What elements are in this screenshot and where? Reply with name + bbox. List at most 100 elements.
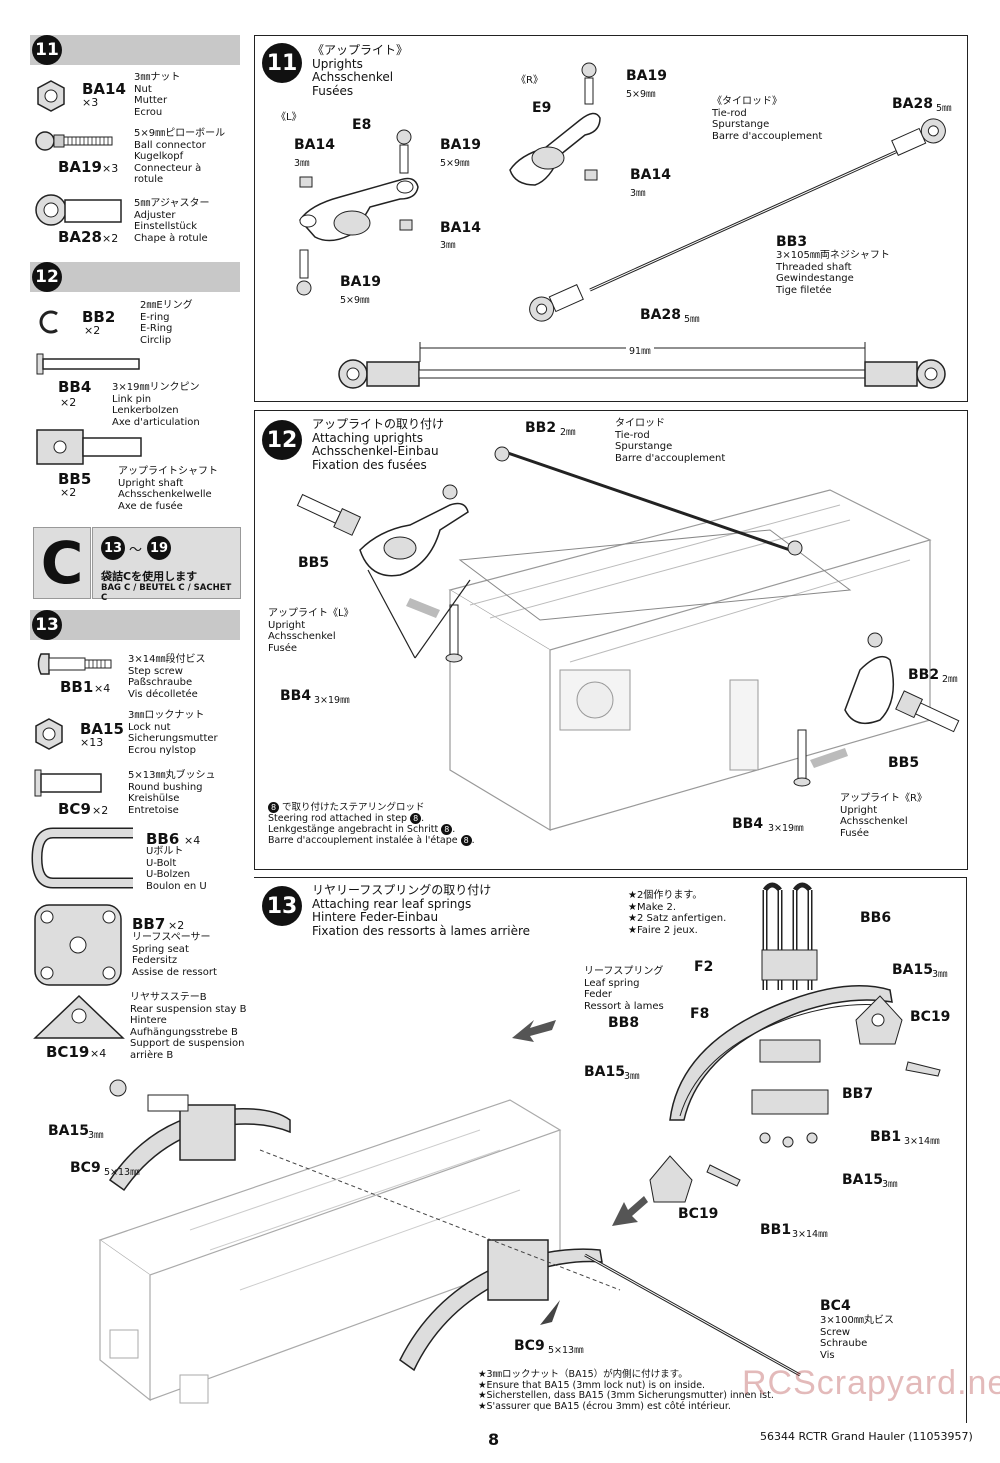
part-code: BA15 [80,720,124,738]
step12-number: 12 [262,420,302,460]
part-label-ba14: BA14 [294,137,335,153]
part-sub: 3㎜ [294,158,310,169]
direction-arrow-icon [612,1196,648,1226]
step-range-start: 13 [101,536,125,560]
chassis-front-drawing [296,446,960,832]
part-code: BB6 [146,830,180,848]
part-qty: ×13 [80,736,104,749]
part-sub: 5×9㎜ [626,89,656,100]
part-sub: 5㎜ [684,314,700,325]
part-sub: 5×13㎜ [104,1167,140,1178]
part-sub: 5×9㎜ [440,158,470,169]
part-desc: 5㎜アジャスター Adjuster Einstellstück Chape à … [134,198,210,244]
step-number-badge: 11 [32,35,62,65]
part-label-ba15: BA15 [584,1064,625,1080]
part-desc: 3㎜ナット Nut Mutter Ecrou [134,72,181,118]
part-sub: 2㎜ [560,427,576,438]
tie-rod-drawing [529,118,946,322]
bag-letter-box: C [33,527,91,599]
note-en: Steering rod attached in step [268,813,408,824]
part-label-ba28: BA28 [892,96,933,112]
screw-label: 3×100㎜丸ビス Screw Schraube Vis [820,1315,894,1361]
model-code: 56344 RCTR Grand Hauler (11053957) [760,1430,973,1443]
part-label-ba28: BA28 [640,307,681,323]
part-label-ba15: BA15 [48,1123,89,1139]
part-code: BB4 [58,378,92,396]
leaf-spring-label: リーフスプリング Leaf spring Feder Ressort à lam… [584,966,664,1012]
part-code: BB7 [132,915,166,933]
part-label-bb7: BB7 [842,1086,874,1102]
part-sub: 3×19㎜ [314,695,350,706]
round-bushing-icon [34,769,102,797]
link-pin-icon [36,353,140,375]
part-desc: 3×19㎜リンクピン Link pin Lenkerbolzen Axe d'a… [112,382,200,428]
step-ref-badge: 8 [410,813,422,824]
note-ja: で取り付けたステアリングロッド [282,802,425,813]
upright-right-label: アップライト《R》 Upright Achsschenkel Fusée [840,793,927,839]
part-label-bb6: BB6 [860,910,892,926]
part-sub: 2㎜ [942,674,958,685]
step11-panel [254,35,968,402]
part-sub: 3×19㎜ [768,823,804,834]
upright-shaft-icon [36,429,142,465]
adjuster-icon [35,194,122,226]
steering-rod-note: 8 で取り付けたステアリングロッド Steering rod attached … [268,802,475,846]
part-qty: ×2 [84,324,101,337]
bag-en: BAG C / BEUTEL C / SACHET C [101,583,232,603]
part-label-ba14: BA14 [440,220,481,236]
part-label-ba15: BA15 [842,1172,883,1188]
bag-letter: C [40,529,84,597]
part-qty: ×2 [60,486,77,499]
bag-info: 13 〜 19 袋詰Cを使用します BAG C / BEUTEL C / SAC… [92,527,241,603]
lock-nut-note: ★3㎜ロックナット（BA15）が内側に付けます。 ★Ensure that BA… [478,1369,774,1412]
step-screw-icon [37,653,112,675]
part-desc: 5×13㎜丸ブッシュ Round bushing Kreishülse Entr… [128,770,216,816]
sidebar-header-step12: 12 [30,262,240,292]
part-label-bc19: BC19 [678,1206,719,1222]
part-label-bb1: BB1 [870,1129,902,1145]
part-desc: 5×9㎜ピローボール Ball connector Kugelkopf Conn… [134,128,226,185]
part-sub: 3㎜ [630,188,646,199]
part-desc: 3×14㎜段付ビス Step screw Paßschraube Vis déc… [128,654,206,700]
part-label-bc19: BC19 [910,1009,951,1025]
part-qty: ×2 [102,232,119,245]
step-number-badge: 12 [32,262,62,292]
sidebar-header-step11: 11 [30,35,240,65]
part-sub: 3㎜ [932,969,948,980]
watermark: RCScrapyard.net [742,1364,1000,1402]
shaft-label: 3×105㎜両ネジシャフト Threaded shaft Gewindestan… [776,250,890,296]
upright-left-label: アップライト《L》 Upright Achsschenkel Fusée [268,608,354,654]
part-label-ba14: BA14 [630,167,671,183]
step-ref-badge: 8 [268,802,279,813]
part-code: BA19 [58,158,102,176]
part-qty: ×4 [94,682,111,695]
make-two-note: ★2個作ります。 ★Make 2. ★2 Satz anfertigen. ★F… [628,890,727,936]
part-sub: 3×14㎜ [904,1136,940,1147]
ball-connector-icon [35,131,113,151]
part-label-bc9: BC9 [70,1160,101,1176]
part-code: BB5 [58,470,92,488]
part-label-ba19: BA19 [340,274,381,290]
step12-panel [254,410,968,870]
part-qty: ×2 [60,396,77,409]
step11-number: 11 [262,43,302,83]
part-code: BB1 [60,678,94,696]
part-desc: 2㎜Eリング E-ring E-Ring Circlip [140,300,193,346]
step13-number: 13 [262,886,302,926]
part-code: BC9 [58,800,91,818]
step-range-sep: 〜 [129,543,143,558]
part-sub: 5×9㎜ [340,295,370,306]
nut-icon [37,80,65,112]
step12-title: アップライトの取り付け Attaching uprights Achsschen… [312,417,445,472]
step-range-end: 19 [147,536,171,560]
part-label-bb5: BB5 [888,755,920,771]
part-qty: ×4 [90,1047,107,1060]
part-sub: 3㎜ [88,1130,104,1141]
part-label-f8: F8 [690,1006,710,1022]
part-code: BB2 [82,308,116,326]
part-code: BC19 [46,1043,90,1061]
part-code: BA28 [58,228,102,246]
part-desc: アップライトシャフト Upright shaft Achsschenkelwel… [118,466,218,512]
part-desc: リーフスペーサー Spring seat Federsitz Assise de… [132,932,217,978]
page-number: 8 [488,1430,500,1449]
